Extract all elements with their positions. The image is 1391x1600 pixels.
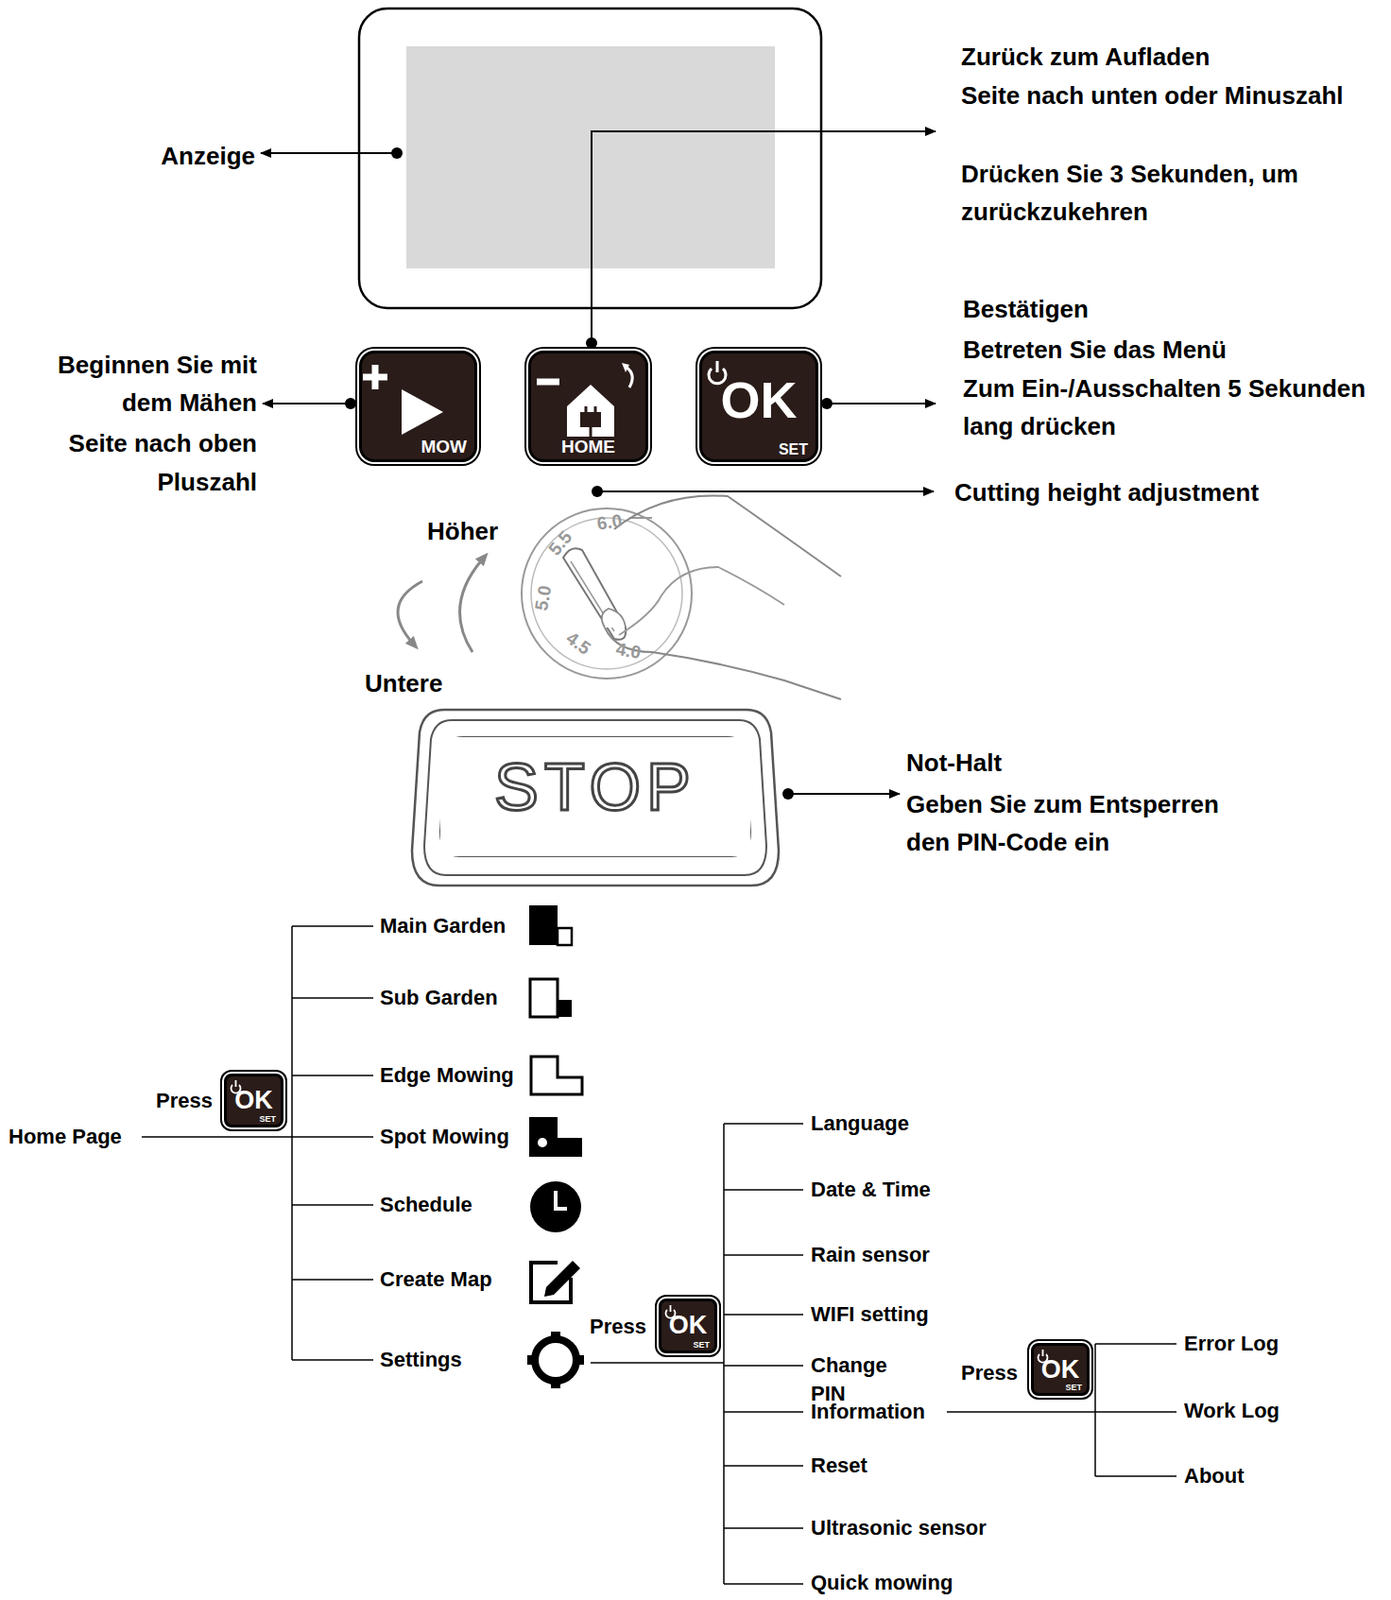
button-label: STOP — [440, 754, 751, 821]
text-label: Betreten Sie das Menü — [962, 330, 1379, 369]
text-label: Seite nach unten oder Minuszahl — [961, 76, 1368, 115]
menu-icons — [527, 905, 584, 1389]
text-label: Language — [810, 1109, 1029, 1138]
stop-button-frame — [412, 709, 779, 886]
text-label: Date & Time — [810, 1175, 1029, 1204]
text-label: Create Map — [379, 1265, 532, 1294]
text-label: Pluszahl — [18, 463, 258, 501]
text-label: Work Log — [1184, 1396, 1374, 1426]
text-label: Seite nach oben — [18, 424, 258, 463]
text-label: Zum Ein-/Ausschalten 5 Sekunden lang drü… — [962, 369, 1384, 447]
text-label: Change PIN — [810, 1351, 893, 1408]
text-label: Quick mowing — [810, 1568, 1029, 1598]
button-label: OK — [702, 374, 816, 426]
text-label: Home Page — [8, 1122, 141, 1151]
button-label: SET — [692, 1340, 710, 1350]
text-label: Not-Halt — [906, 743, 1190, 782]
control-button: OK SET — [699, 350, 819, 463]
text-label: Untere — [364, 664, 469, 703]
menu-tree-lines — [141, 926, 1177, 1584]
text-label: Cutting height adjustment — [954, 473, 1385, 512]
text-label: About — [1184, 1461, 1374, 1491]
text-label: Rain sensor — [810, 1240, 1029, 1270]
button-label: SET — [778, 442, 808, 458]
control-button: OKSET — [223, 1073, 284, 1128]
text-label: Höher — [427, 512, 532, 550]
text-label: Information — [810, 1397, 945, 1426]
text-label: Edge Mowing — [379, 1061, 532, 1090]
button-label: OK — [226, 1087, 281, 1114]
text-label: Beginnen Sie mit dem Mähen — [18, 345, 258, 423]
button-label: MOW — [420, 437, 467, 456]
button-label: SET — [258, 1115, 276, 1124]
text-label: Spot Mowing — [379, 1122, 532, 1151]
text-label: Zurück zum Aufladen — [961, 37, 1377, 76]
text-label: Error Log — [1184, 1329, 1374, 1358]
control-button: MOW — [359, 350, 478, 463]
text-label: Ultrasonic sensor — [810, 1513, 1029, 1543]
button-label: OK — [1033, 1356, 1087, 1383]
leader-lines — [260, 131, 936, 794]
text-label: Drücken Sie 3 Sekunden, um zurückzukehre… — [961, 154, 1368, 232]
display-frame — [359, 8, 822, 309]
text-label: Main Garden — [379, 911, 532, 941]
button-label: HOME — [531, 437, 646, 456]
text-label: Geben Sie zum Entsperren den PIN-Code ei… — [906, 785, 1228, 862]
control-button: OKSET — [1030, 1342, 1090, 1396]
control-button: OKSET — [658, 1298, 718, 1354]
text-label: Press — [589, 1312, 658, 1341]
control-button: HOME — [528, 350, 649, 463]
stop-button: STOP — [440, 737, 751, 857]
text-label: Sub Garden — [379, 983, 532, 1013]
text-label: Bestätigen — [962, 290, 1379, 328]
text-label: Reset — [810, 1451, 1029, 1480]
text-label: WIFI setting — [810, 1300, 1029, 1329]
text-label: Settings — [379, 1345, 532, 1374]
button-label: SET — [1064, 1383, 1082, 1392]
button-label: OK — [661, 1312, 715, 1339]
text-label: Schedule — [379, 1190, 532, 1220]
text-label: Anzeige — [122, 137, 256, 175]
text-label: Press — [961, 1358, 1030, 1388]
text-label: Press — [155, 1086, 224, 1116]
height-dial — [397, 495, 842, 700]
